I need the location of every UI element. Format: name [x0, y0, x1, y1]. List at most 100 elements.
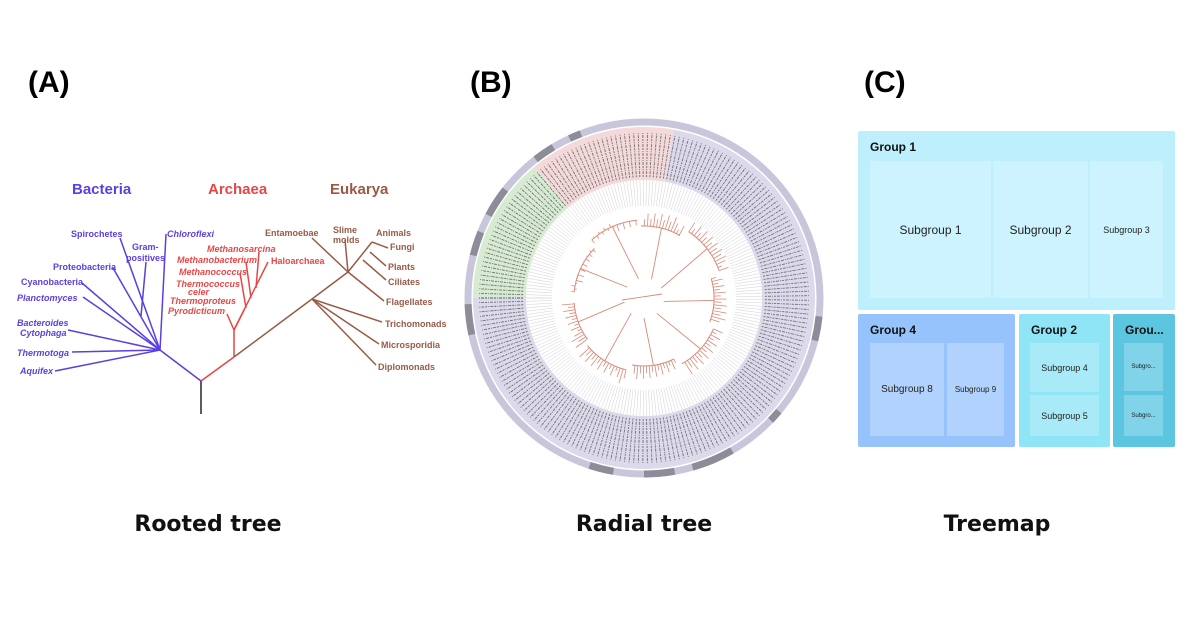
treemap-subgroup-1[interactable]: Subgroup 1	[870, 161, 991, 298]
radial-leaf-label	[692, 145, 711, 188]
radial-spoke	[534, 252, 560, 264]
radial-spoke	[722, 236, 746, 251]
radial-branch-tip	[698, 231, 708, 241]
group-4-title: Group 4	[870, 323, 917, 337]
radial-spoke	[616, 183, 624, 209]
radial-core-branch	[663, 299, 714, 302]
radial-spoke	[702, 206, 720, 228]
radial-spoke	[560, 214, 579, 234]
radial-tree	[464, 118, 824, 478]
radial-spoke	[531, 262, 557, 271]
radial-leaf-label	[750, 354, 791, 377]
radial-leaf-label	[519, 187, 554, 219]
panel-label-c: (C)	[864, 66, 906, 99]
radial-spoke	[542, 344, 565, 358]
radial-leaf-label	[725, 175, 758, 210]
treemap-subgroup-5[interactable]: Subgroup 5	[1030, 395, 1099, 436]
radial-leaf-label	[733, 185, 767, 217]
radial-branch-tip	[608, 223, 612, 228]
radial-spoke	[623, 388, 629, 415]
radial-spoke	[735, 304, 762, 307]
domain-eukarya: Eukarya	[330, 181, 389, 198]
treemap-group-1[interactable]: Group 1 Subgroup 1 Subgroup 2 Subgroup 3	[858, 131, 1175, 310]
radial-branch-tip	[615, 366, 618, 372]
treemap-subgroup-9[interactable]: Subgroup 9	[947, 343, 1004, 436]
taxon-microsporidia: Microsporidia	[381, 340, 441, 350]
radial-leaf-label	[516, 375, 552, 406]
radial-leaf-label	[763, 312, 809, 320]
radial-leaf-label	[760, 329, 805, 342]
radial-leaf-label	[587, 411, 604, 455]
radial-branch-tip	[716, 260, 726, 265]
radial-branch-tip	[703, 236, 714, 246]
radial-branch-tip	[648, 365, 651, 378]
radial-branch-tip	[563, 309, 576, 313]
radial-leaf-label	[752, 223, 793, 245]
radial-branch-tip	[647, 213, 649, 227]
radial-spoke	[620, 388, 626, 414]
radial-leaf-label	[682, 412, 698, 456]
radial-branch-tip	[591, 354, 597, 360]
radial-branch-arc	[591, 219, 638, 241]
radial-spoke	[613, 183, 621, 210]
radial-leaf-label	[758, 335, 802, 351]
radial-spoke	[682, 381, 695, 405]
radial-spoke	[706, 211, 725, 231]
radial-branch-tip	[569, 312, 576, 315]
radial-leaf-label	[745, 207, 784, 233]
radial-spoke	[668, 184, 676, 210]
radial-leaf-label	[715, 164, 743, 201]
treemap-subgroup-2[interactable]: Subgroup 2	[993, 161, 1088, 298]
radial-leaf-label	[529, 177, 561, 211]
radial-spoke	[711, 359, 732, 378]
treemap-group-3[interactable]: Grou... Subgro... Subgro...	[1113, 314, 1175, 447]
radial-leaf-label	[757, 240, 801, 258]
treemap-subgroup-3[interactable]: Subgroup 3	[1090, 161, 1163, 298]
archaea-branches	[200, 251, 269, 382]
radial-branch-tip	[710, 318, 720, 323]
radial-branch-tip	[653, 213, 656, 227]
radial-leaf-label	[513, 194, 550, 224]
radial-core-branch	[611, 226, 639, 279]
treemap-subgroup-4[interactable]: Subgroup 4	[1030, 343, 1099, 392]
radial-spoke	[543, 346, 567, 361]
radial-leaf-label	[759, 249, 804, 264]
radial-leaf-label	[505, 205, 544, 232]
radial-leaf-label	[566, 405, 589, 446]
radial-leaf-label	[682, 140, 698, 184]
radial-spoke	[700, 370, 717, 392]
radial-branch-tip	[712, 282, 719, 285]
treemap-group-2[interactable]: Group 2 Subgroup 4 Subgroup 5	[1019, 314, 1110, 447]
radial-branch-tip	[711, 331, 717, 335]
treemap-subgroup-7[interactable]: Subgro...	[1124, 395, 1163, 436]
radial-branch-tip	[684, 361, 693, 375]
treemap-subgroup-8[interactable]: Subgroup 8	[870, 343, 944, 436]
radial-spoke	[689, 195, 704, 219]
radial-spoke	[711, 218, 732, 237]
radial-branch-tip	[711, 278, 723, 282]
taxon-aquifex: Aquifex	[19, 366, 54, 376]
radial-branch-tip	[710, 334, 721, 341]
radial-spoke	[675, 187, 686, 212]
treemap-subgroup-6[interactable]: Subgro...	[1124, 343, 1163, 391]
radial-leaf-label	[575, 146, 595, 188]
radial-spoke	[633, 389, 636, 416]
radial-branch-tip	[574, 323, 580, 326]
radial-branch-tip	[708, 337, 714, 341]
radial-leaf-label	[483, 256, 527, 269]
radial-spoke	[537, 246, 562, 259]
radial-spoke	[572, 371, 589, 393]
radial-spoke	[700, 204, 717, 226]
radial-leaf-label	[743, 203, 782, 231]
radial-band-segment-9	[469, 230, 485, 257]
radial-core-branch	[578, 301, 625, 323]
bacteria-branches	[54, 233, 202, 382]
radial-leaf-label	[745, 363, 784, 389]
radial-spokes	[526, 180, 762, 416]
radial-spoke	[698, 202, 715, 225]
radial-leaf-label	[596, 413, 611, 458]
radial-spoke	[645, 180, 647, 207]
radial-leaf-label	[764, 281, 810, 287]
treemap-group-4[interactable]: Group 4 Subgroup 8 Subgroup 9	[858, 314, 1015, 447]
radial-leaf-label	[659, 133, 667, 179]
